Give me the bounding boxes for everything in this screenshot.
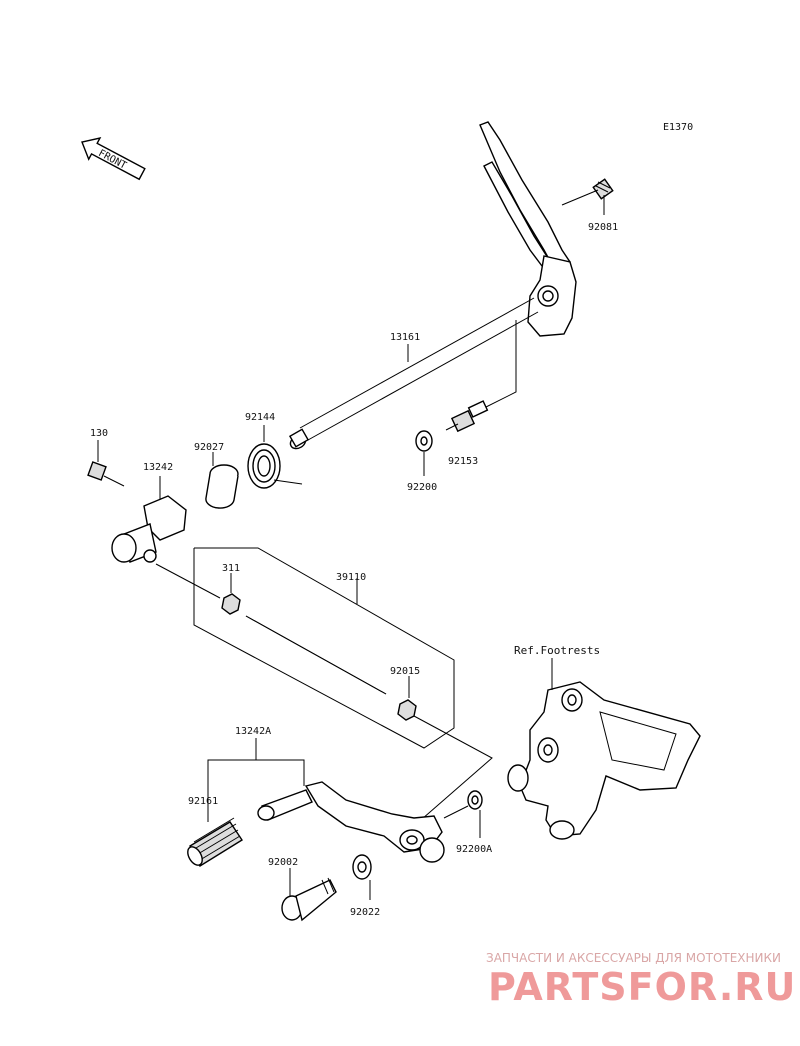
- label-92153: 92153: [448, 456, 478, 467]
- bolt-92002-icon: [281, 877, 337, 922]
- watermark-brand: PARTSFOR.RU: [488, 965, 796, 1009]
- ref-footrests-label: Ref.Footrests: [514, 644, 600, 657]
- label-92081: 92081: [588, 222, 618, 233]
- collar-icon: [205, 464, 239, 509]
- label-311: 311: [222, 563, 240, 574]
- bolt-92153-icon: [445, 400, 489, 433]
- diagram-code: E1370: [663, 122, 693, 133]
- label-92200A: 92200A: [456, 844, 492, 855]
- nut-92015-icon: [397, 699, 417, 721]
- shift-lever-icon: [257, 781, 445, 863]
- nut-311-icon: [221, 593, 241, 615]
- label-13161: 13161: [390, 332, 420, 343]
- label-92161: 92161: [188, 796, 218, 807]
- shift-shaft-arm-icon: [479, 121, 577, 337]
- label-92015: 92015: [390, 666, 420, 677]
- spring-small-icon: [592, 178, 614, 200]
- label-13242: 13242: [143, 462, 173, 473]
- label-92022: 92022: [350, 907, 380, 918]
- footrest-bracket-icon: [507, 681, 701, 840]
- tie-rod-group-outline: [193, 547, 455, 749]
- label-92200: 92200: [407, 482, 437, 493]
- tie-rod-icon: [245, 615, 387, 695]
- return-spring-icon: [247, 443, 303, 489]
- label-92144: 92144: [245, 412, 275, 423]
- label-92002: 92002: [268, 857, 298, 868]
- leader-92081-b: [561, 189, 599, 206]
- label-13242A: 13242A: [235, 726, 271, 737]
- watermark-tagline: ЗАПЧАСТИ И АКСЕССУАРЫ ДЛЯ МОТОТЕХНИКИ: [486, 951, 781, 965]
- label-92027: 92027: [194, 442, 224, 453]
- bolt-130-icon: [87, 461, 125, 487]
- shift-lever-joint-icon: [111, 495, 187, 563]
- shift-shaft-icon: [288, 297, 539, 450]
- leader-joint-311: [155, 563, 221, 599]
- label-39110: 39110: [336, 572, 366, 583]
- leader-shaft-92153: [479, 320, 517, 411]
- label-130: 130: [90, 428, 108, 439]
- front-arrow-icon: FRONT: [81, 137, 146, 181]
- pedal-rubber-icon: [187, 817, 243, 867]
- leader-nut-lever: [413, 715, 493, 827]
- bracket-13242A: [207, 759, 305, 786]
